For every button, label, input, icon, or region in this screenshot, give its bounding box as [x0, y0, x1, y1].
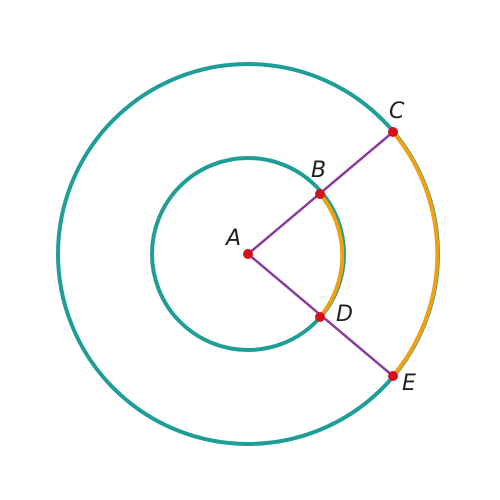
label-a: A	[224, 226, 241, 251]
point-c	[388, 127, 398, 137]
point-e	[388, 371, 398, 381]
arc-ce	[391, 130, 440, 378]
label-b: B	[311, 158, 326, 183]
point-b	[315, 189, 325, 199]
label-e: E	[402, 371, 416, 396]
point-a	[243, 249, 253, 259]
label-d: D	[336, 302, 353, 327]
arc-bd	[318, 192, 345, 319]
point-d	[315, 312, 325, 322]
label-c: C	[389, 99, 405, 124]
